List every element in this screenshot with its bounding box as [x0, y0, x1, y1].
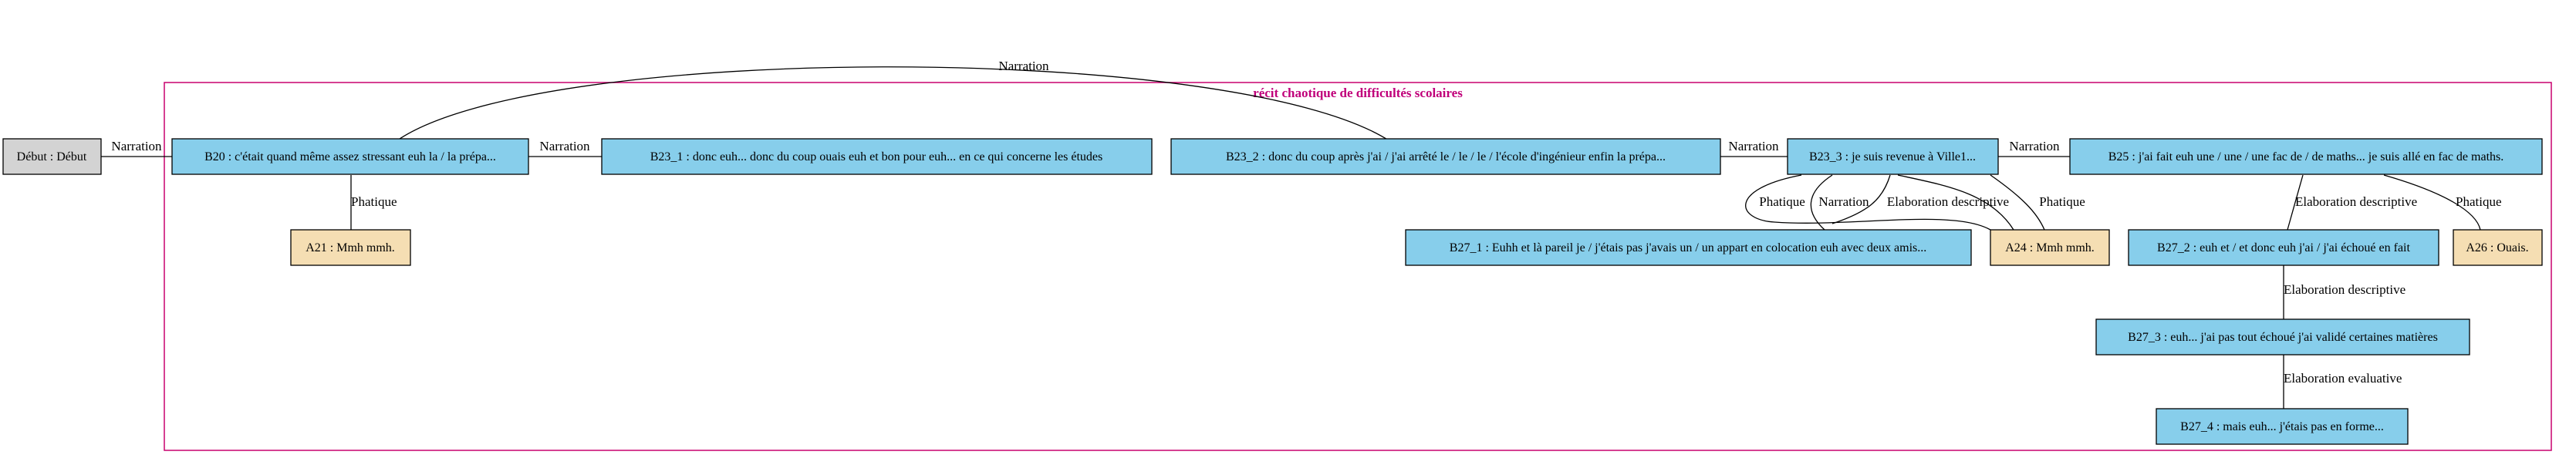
edge-b23-3-a24-phatique-right	[1990, 174, 2045, 231]
cluster-chaotic-school-story: récit chaotique de difficultés scolaires	[164, 82, 2552, 451]
cluster-border	[164, 82, 2552, 451]
nodes: Début : Début B20 : c'était quand même a…	[2, 138, 2543, 445]
edge-b23-3-b27-1-elab	[1832, 174, 1891, 224]
node-b20[interactable]: B20 : c'était quand même assez stressant…	[171, 138, 529, 175]
edge-b20-b23-2	[397, 66, 1389, 141]
edge-b25-a26	[2383, 174, 2481, 231]
edge-b23-3-b27-1	[1810, 174, 1833, 231]
node-b27-1-label: B27_1 : Euhh et là pareil je / j'étais p…	[1450, 241, 1926, 254]
node-b27-1[interactable]: B27_1 : Euhh et là pareil je / j'étais p…	[1405, 229, 1972, 266]
node-b25-label: B25 : j'ai fait euh une / une / une fac …	[2108, 150, 2504, 163]
edge-label-b23-2-b23-3: Narration	[1728, 139, 1779, 153]
edge-label-b23-3-a24-phatique-left: Phatique	[1759, 194, 1805, 209]
node-b23-3-label: B23_3 : je suis revenue à Ville1...	[1809, 150, 1976, 163]
edge-label-b27-2-b27-3: Elaboration descriptive	[2284, 282, 2406, 297]
edge-b23-3-a24-phatique-left	[1745, 174, 1991, 231]
node-a21-label: A21 : Mmh mmh.	[306, 241, 395, 254]
edge-label-b25-a26: Phatique	[2456, 194, 2502, 209]
node-b27-3-label: B27_3 : euh... j'ai pas tout échoué j'ai…	[2128, 331, 2438, 344]
edge-label-b23-3-b25: Narration	[2009, 139, 2060, 153]
node-a21[interactable]: A21 : Mmh mmh.	[290, 229, 411, 266]
node-b27-2[interactable]: B27_2 : euh et / et donc euh j'ai / j'ai…	[2128, 229, 2439, 266]
edge-label-b20-a21: Phatique	[351, 194, 397, 209]
edge-label-b25-b27-2: Elaboration descriptive	[2295, 194, 2417, 209]
node-debut[interactable]: Début : Début	[2, 138, 102, 175]
edge-label-b20-b23-2: Narration	[998, 59, 1049, 73]
edge-label-b23-3-a24-phatique-right: Phatique	[2039, 194, 2085, 209]
node-b27-3[interactable]: B27_3 : euh... j'ai pas tout échoué j'ai…	[2095, 318, 2470, 355]
edge-b23-3-a24-elab	[1897, 174, 2014, 231]
node-a26-label: A26 : Ouais.	[2466, 241, 2528, 254]
node-debut-label: Début : Début	[17, 150, 87, 163]
node-b27-4[interactable]: B27_4 : mais euh... j'étais pas en forme…	[2156, 408, 2409, 445]
node-b23-1[interactable]: B23_1 : donc euh... donc du coup ouais e…	[601, 138, 1153, 175]
edge-b25-b27-2	[2287, 174, 2304, 231]
cluster-title: récit chaotique de difficultés scolaires	[1253, 86, 1463, 100]
node-b20-label: B20 : c'était quand même assez stressant…	[204, 150, 496, 163]
node-a24-label: A24 : Mmh mmh.	[2005, 241, 2095, 254]
node-b27-2-label: B27_2 : euh et / et donc euh j'ai / j'ai…	[2157, 241, 2410, 254]
node-a24[interactable]: A24 : Mmh mmh.	[1990, 229, 2110, 266]
edge-label-b20-b23-1: Narration	[539, 139, 590, 153]
edge-label-b23-3-b27-1: Narration	[1818, 194, 1869, 209]
node-b25[interactable]: B25 : j'ai fait euh une / une / une fac …	[2069, 138, 2543, 175]
edge-label-b23-3-a24-elab: Elaboration descriptive	[1887, 194, 2009, 209]
node-b23-2-label: B23_2 : donc du coup après j'ai / j'ai a…	[1226, 150, 1666, 163]
node-b23-1-label: B23_1 : donc euh... donc du coup ouais e…	[650, 150, 1103, 163]
node-b27-4-label: B27_4 : mais euh... j'étais pas en forme…	[2180, 420, 2384, 433]
node-b23-3[interactable]: B23_3 : je suis revenue à Ville1...	[1787, 138, 1999, 175]
node-a26[interactable]: A26 : Ouais.	[2453, 229, 2543, 266]
edge-label-debut-b20: Narration	[111, 139, 162, 153]
edge-labels: Narration Narration Phatique Narration N…	[111, 59, 2501, 386]
edges	[101, 66, 2481, 409]
edge-label-b27-3-b27-4: Elaboration evaluative	[2284, 371, 2402, 386]
node-b23-2[interactable]: B23_2 : donc du coup après j'ai / j'ai a…	[1170, 138, 1721, 175]
